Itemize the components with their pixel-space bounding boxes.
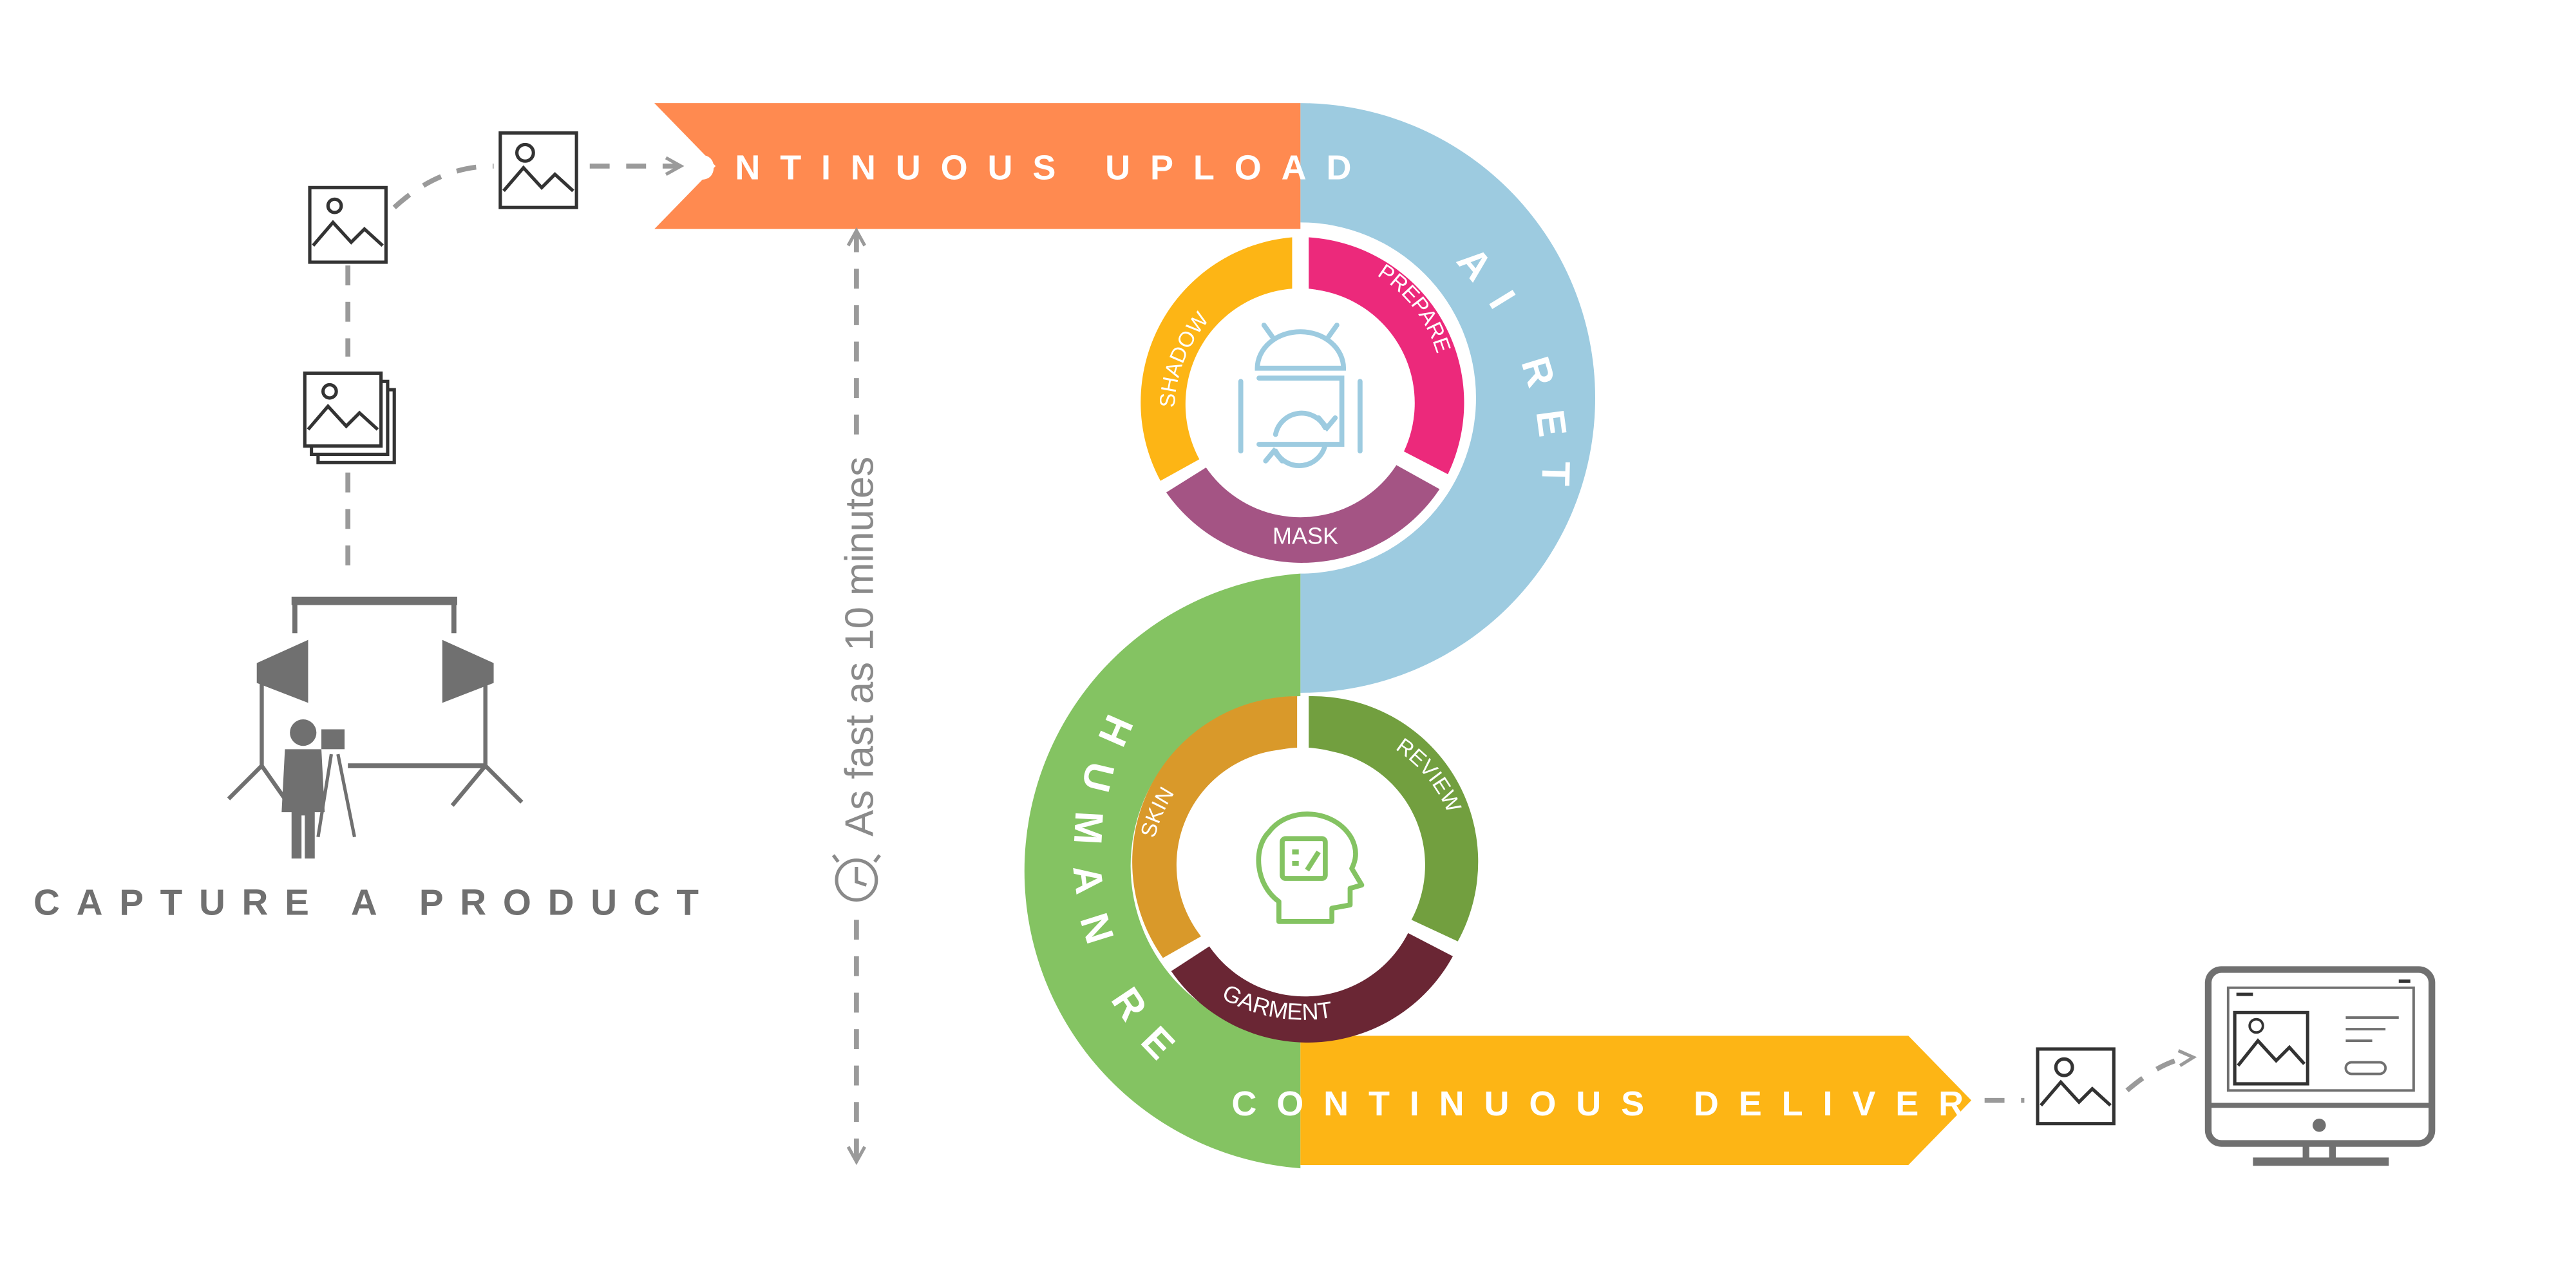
review-segment [1309,696,1479,942]
image-stack-icon [303,371,396,464]
mask-segment [1166,464,1440,563]
capture-flow: CAPTURE A PRODUCT [33,131,715,923]
delivery-banner [1300,1036,1972,1166]
upload-banner-label: CONTINUOUS UPLOAD [643,148,1372,187]
image-icon [308,185,388,264]
capture-label: CAPTURE A PRODUCT [33,882,715,923]
prepare-segment [1309,237,1464,475]
ai-retouch-arc [1300,103,1596,693]
android-sync-icon [1238,322,1363,468]
timing-label: As fast as 10 minutes [838,457,882,837]
clock-icon [831,854,881,902]
delivery-output [1984,966,2436,1166]
photo-studio-icon [227,596,524,859]
mask-label: MASK [1273,522,1338,549]
image-icon [498,131,578,209]
human-ring: SKIN REVIEW GARMENT [1132,696,1479,1043]
garment-segment [1171,933,1453,1043]
shadow-segment [1141,237,1293,481]
skin-segment [1132,696,1298,958]
head-gear-icon [1256,811,1365,924]
human-retouch-arc [1024,573,1301,1169]
image-icon [2036,1047,2116,1126]
timing-indicator: As fast as 10 minutes [831,227,882,1166]
upload-banner [654,103,1301,229]
monitor-icon [2204,966,2436,1166]
delivery-banner-label: CONTINUOUS DELIVERY [1231,1084,2025,1123]
ai-ring: SHADOW PREPARE MASK [1141,237,1464,563]
